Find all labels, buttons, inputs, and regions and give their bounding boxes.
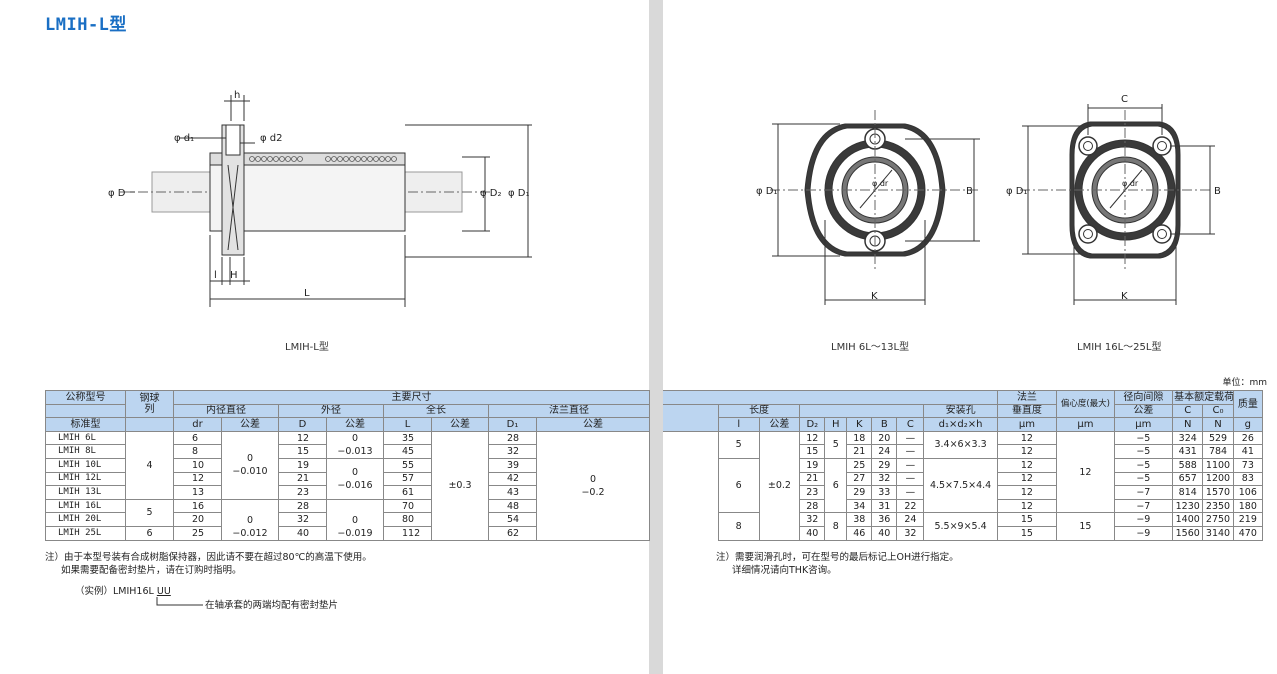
example-desc: 在轴承套的两端均配有密封垫片 bbox=[205, 600, 339, 611]
table-row: LMIH 20L 20 32 80 54 bbox=[45, 512, 650, 527]
hdr-std: 标准型 bbox=[45, 417, 126, 432]
label-phi-d2: φ d2 bbox=[260, 133, 283, 144]
hdr-tol4: 公差 bbox=[536, 417, 650, 432]
hdr-flange-r: 法兰 bbox=[996, 390, 1058, 405]
hdr-B: B bbox=[871, 417, 898, 432]
unit-label: 单位：mm bbox=[1222, 378, 1267, 388]
hdr-C0: C₀ bbox=[1202, 403, 1234, 419]
hdr-Cdim: C bbox=[896, 417, 925, 432]
hdr-radial-tol: 公差 bbox=[1113, 403, 1174, 419]
hdr-hole-dims: d₁×d₂×h bbox=[923, 417, 998, 432]
label-phi-D1: φ D₁ bbox=[508, 188, 529, 199]
hdr-C: C bbox=[1172, 403, 1204, 419]
hdr-tol3: 公差 bbox=[431, 417, 489, 432]
hdr-load: 基本额定载荷 bbox=[1172, 390, 1234, 405]
label-right-phi-D1: φ D₁ bbox=[1006, 186, 1027, 197]
hdr-outer: 外径 bbox=[278, 403, 384, 419]
hdr-length-r: 长度 bbox=[717, 403, 801, 419]
note-left-line2: 如果需要配备密封垫片，请在订购时指明。 bbox=[61, 565, 242, 576]
hdr-l-tol: 公差 bbox=[758, 417, 801, 432]
hdr-L: L bbox=[383, 417, 432, 432]
hdr-D2: D₂ bbox=[799, 417, 826, 432]
caption-side-view: LMIH-L型 bbox=[285, 342, 329, 353]
page-title: LMIH-L型 bbox=[45, 15, 127, 35]
label-L: L bbox=[304, 288, 310, 299]
note-right-line2: 详细情况请向THK咨询。 bbox=[732, 565, 837, 576]
label-mid-K: K bbox=[871, 291, 878, 302]
side-view-drawing: h φ d₁ φ d2 φ D φ D₂ φ D₁ l H L bbox=[108, 90, 532, 307]
table-row: 40 46 40 32 15 −9 1560 3140 470 bbox=[663, 525, 1264, 541]
table-row: LMIH 13L 13 23 61 43 bbox=[45, 485, 650, 500]
hdr-model: 公称型号 bbox=[45, 390, 126, 405]
label-phi-D: φ D bbox=[108, 188, 126, 199]
example-block: （实例）LMIH16L UU bbox=[75, 585, 171, 598]
note-right-line1: 注）需要润滑孔时，可在型号的最后标记上OH进行指定。 bbox=[716, 552, 959, 563]
hdr-balls: 钢球列 bbox=[125, 389, 174, 419]
hdr-main-dims: 主要尺寸 bbox=[173, 390, 650, 405]
front-view-small-drawing: φ D₁ B K φ dr bbox=[756, 110, 980, 305]
hdr-dr: dr bbox=[173, 417, 222, 432]
hdr-l: l bbox=[717, 417, 760, 432]
hdr-C0-unit: N bbox=[1202, 417, 1234, 432]
hdr-C-unit: N bbox=[1172, 417, 1204, 432]
table-row: 6 19 6 25 29 — 4.5×7.5×4.4 12 −5 588 110… bbox=[663, 457, 1264, 514]
hdr-D1: D₁ bbox=[488, 417, 537, 432]
label-mid-phi-dr: φ dr bbox=[872, 179, 889, 188]
front-view-large-drawing: C φ D₁ B K φ dr bbox=[1006, 94, 1221, 305]
table-row: LMIH 10L 10 19 0−0.016 55 39 bbox=[45, 457, 650, 500]
label-phi-d1: φ d₁ bbox=[174, 133, 194, 144]
page-gutter bbox=[649, 0, 663, 674]
table-row: 28 34 31 22 12 −7 1230 2350 180 bbox=[663, 498, 1264, 514]
hdr-ecc-unit: μm bbox=[1056, 417, 1115, 432]
table-row: LMIH 6L 4 6 0−0.010 12 0−0.013 35 ±0.3 2… bbox=[45, 430, 650, 541]
hdr-tol1: 公差 bbox=[221, 417, 279, 432]
spec-table-left: 公称型号 钢球列 主要尺寸 内径直径 外径 全长 法兰直径 标准型 dr 公差 … bbox=[45, 389, 650, 541]
example-prefix: （实例）LMIH16L bbox=[75, 586, 154, 597]
hdr-length: 全长 bbox=[383, 403, 489, 419]
label-right-K: K bbox=[1121, 291, 1128, 302]
label-phi-D2: φ D₂ bbox=[480, 188, 501, 199]
table-row: LMIH 16L 5 16 0−0.012 28 0−0.019 70 48 bbox=[45, 498, 650, 541]
hdr-mass-unit: g bbox=[1232, 417, 1264, 432]
label-H: H bbox=[230, 270, 238, 281]
table-row: LMIH 25L 6 25 40 112 62 bbox=[45, 525, 650, 541]
hdr-radial-unit: μm bbox=[1113, 417, 1174, 432]
hdr-perp: 垂直度 bbox=[996, 403, 1058, 419]
example-suffix: UU bbox=[156, 586, 171, 597]
hdr-H: H bbox=[824, 417, 848, 432]
caption-large-view: LMIH 16L～25L型 bbox=[1077, 342, 1162, 353]
table-row: 21 27 32 — 12 −5 657 1200 83 bbox=[663, 471, 1264, 487]
hdr-hole: 安装孔 bbox=[923, 403, 998, 419]
example-leader-line bbox=[156, 597, 203, 606]
notes-left: 注）由于本型号装有合成树脂保持器，因此请不要在超过80℃的高温下使用。 如果需要… bbox=[45, 551, 372, 577]
hdr-K: K bbox=[846, 417, 873, 432]
hdr-D: D bbox=[278, 417, 327, 432]
label-mid-phi-D1: φ D₁ bbox=[756, 186, 777, 197]
label-right-B: B bbox=[1214, 186, 1221, 197]
spec-table-right: 法兰 偏心度(最大) 径向间隙 基本额定载荷 质量 长度 安装孔 垂直度 公差 … bbox=[663, 389, 1264, 541]
hdr-radial: 径向间隙 bbox=[1113, 390, 1174, 405]
hdr-inner: 内径直径 bbox=[173, 403, 279, 419]
label-h: h bbox=[234, 90, 240, 101]
table-row: 5 ±0.2 12 5 18 20 — 3.4×6×3.3 12 12 −5 3… bbox=[663, 430, 1264, 541]
label-right-C: C bbox=[1121, 94, 1128, 105]
note-left-line1: 注）由于本型号装有合成树脂保持器，因此请不要在超过80℃的高温下使用。 bbox=[45, 552, 372, 563]
label-mid-B: B bbox=[966, 186, 973, 197]
hdr-tol2: 公差 bbox=[326, 417, 384, 432]
table-row: 8 32 8 38 36 24 5.5×9×5.4 15 15 −9 1400 … bbox=[663, 512, 1264, 541]
caption-small-view: LMIH 6L～13L型 bbox=[831, 342, 910, 353]
hdr-perp-unit: μm bbox=[996, 417, 1058, 432]
hdr-mass: 质量 bbox=[1232, 389, 1264, 419]
label-right-phi-dr: φ dr bbox=[1122, 179, 1139, 188]
notes-right: 注）需要润滑孔时，可在型号的最后标记上OH进行指定。 详细情况请向THK咨询。 bbox=[716, 551, 959, 577]
hdr-eccentricity: 偏心度(最大) bbox=[1056, 389, 1115, 419]
hdr-flange: 法兰直径 bbox=[488, 403, 650, 419]
label-l: l bbox=[214, 270, 217, 281]
